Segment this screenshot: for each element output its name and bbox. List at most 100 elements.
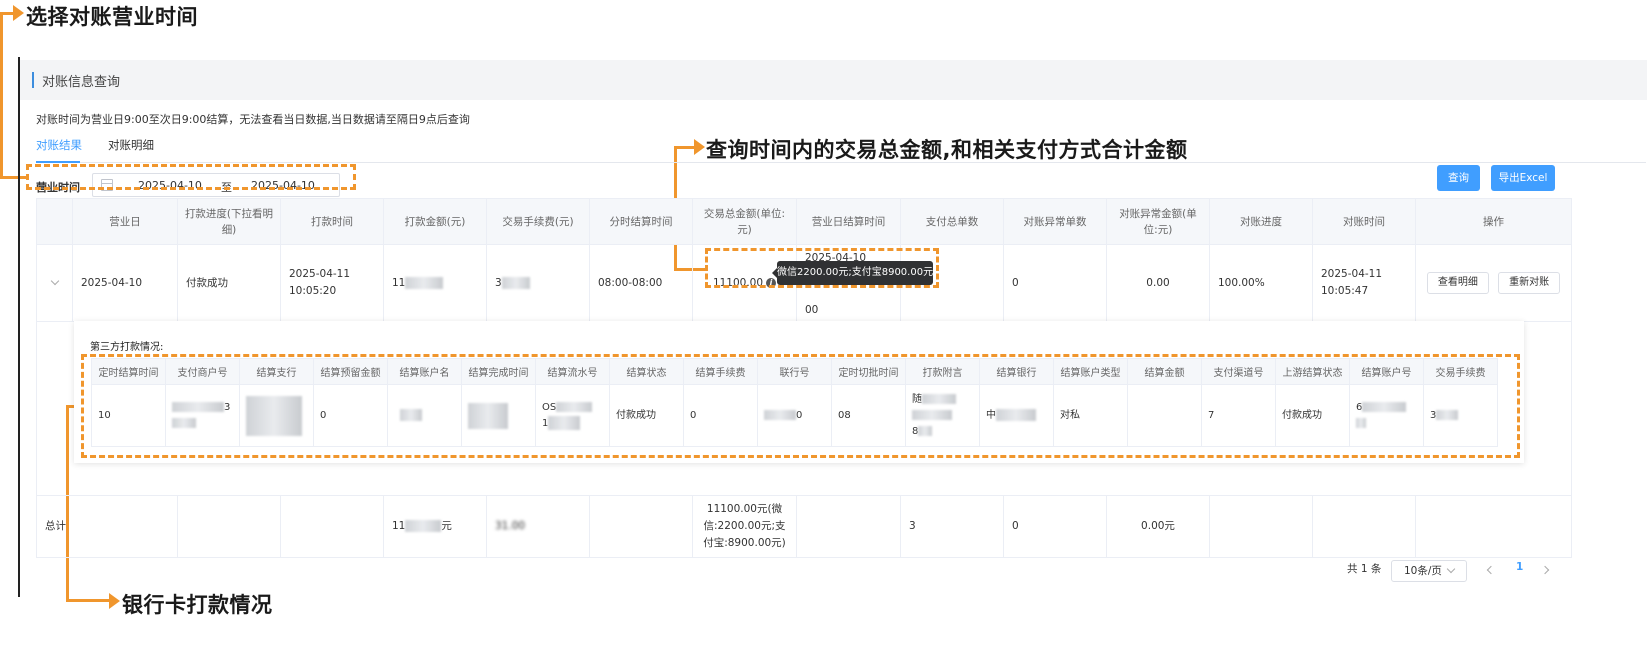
summary-fee-text: 31.00 [495, 520, 526, 532]
summary-actions [1415, 495, 1572, 558]
header-actions: 操作 [1415, 198, 1572, 245]
header-total: 交易总金额(单位:元) [692, 198, 797, 245]
summary-abnormal-amount: 0.00元 [1106, 495, 1210, 558]
summary-reconcile-time [1312, 495, 1416, 558]
header-abnormal-count: 对账异常单数 [1003, 198, 1107, 245]
sub-header: 结算手续费 [683, 358, 758, 385]
serial-suffix: 1 [542, 417, 549, 429]
redacted-block [400, 408, 422, 421]
summary-pay-amount-suffix: 元 [441, 520, 452, 532]
sub-cell-account-no: 6 [1349, 384, 1424, 447]
cell-fee: 3 [486, 244, 590, 322]
cell-abnormal-count: 0 [1003, 244, 1107, 322]
annot-box-date [26, 164, 356, 190]
redacted-block [996, 408, 1036, 421]
header-order-count: 支付总单数 [900, 198, 1004, 245]
cell-split-time: 08:00-08:00 [589, 244, 693, 322]
sub-header: 打款附言 [905, 358, 980, 385]
table-row: 2025-04-10 付款成功 2025-04-11 10:05:20 11 3… [36, 244, 1572, 322]
redacted-block [246, 395, 302, 436]
summary-label: 总计 [36, 495, 178, 558]
calendar-icon [101, 179, 113, 191]
header-fee: 交易手续费(元) [486, 198, 590, 245]
cell-progress: 付款成功 [177, 244, 281, 322]
page-size-value: 10条/页 [1404, 565, 1442, 577]
arrow-head-total [694, 139, 705, 155]
bank-code-text: 0 [796, 409, 803, 421]
header-abnormal-amount: 对账异常金额(单位:元) [1106, 198, 1210, 245]
cell-pay-time: 2025-04-11 10:05:20 [280, 244, 384, 322]
total-breakdown-tooltip: 微信2200.00元;支付宝8900.00元 [772, 261, 933, 285]
merchant-no-text: 3 [224, 401, 231, 413]
expand-toggle[interactable] [36, 244, 73, 322]
query-button[interactable]: 查询 [1437, 165, 1480, 191]
sub-cell-status: 付款成功 [609, 384, 684, 447]
prev-page-icon[interactable] [1486, 565, 1496, 575]
sub-cell-upstream-status: 付款成功 [1275, 384, 1350, 447]
redacted-block [468, 402, 508, 429]
third-party-payment-table: 定时结算时间 支付商户号 结算支行 结算预留金额 结算账户名 结算完成时间 结算… [91, 358, 1498, 447]
sub-header: 结算银行 [979, 358, 1054, 385]
redacted-block [1362, 401, 1407, 412]
header-pay-time: 打款时间 [280, 198, 384, 245]
header-split-time: 分时结算时间 [589, 198, 693, 245]
tab-reconcile-result[interactable]: 对账结果 [36, 138, 82, 152]
next-page-icon[interactable] [1540, 565, 1550, 575]
sub-header: 支付渠道号 [1201, 358, 1276, 385]
sub-header: 联行号 [757, 358, 832, 385]
annot-line-vertical-left [0, 12, 3, 178]
summary-abnormal-count: 0 [1003, 495, 1107, 558]
redacted-block [556, 401, 593, 412]
header-expand [36, 198, 73, 245]
sub-cell-branch [239, 384, 314, 447]
annot-line-to-date [0, 176, 28, 179]
active-tab-underline [36, 161, 80, 163]
redacted-block [918, 425, 933, 436]
current-page[interactable]: 1 [1516, 561, 1524, 573]
header-pay-amount: 打款金额(元) [383, 198, 487, 245]
annot-box-bank-payment [81, 354, 1520, 458]
annot-line-bank-bottom [66, 599, 110, 602]
sub-header: 结算流水号 [535, 358, 610, 385]
sub-cell-trade-fee: 3 [1423, 384, 1498, 447]
remark-top: 随 [912, 393, 922, 405]
annot-box-total [705, 248, 939, 288]
remark-bottom: 8 [912, 425, 919, 437]
export-excel-button[interactable]: 导出Excel [1491, 165, 1555, 191]
sub-header: 上游结算状态 [1275, 358, 1350, 385]
redacted-block [405, 276, 444, 289]
notice-text: 对账时间为营业日9:00至次日9:00结算，无法查看当日数据,当日数据请至隔日9… [36, 113, 470, 126]
info-icon[interactable]: i [766, 277, 777, 288]
sub-header: 结算完成时间 [461, 358, 536, 385]
view-detail-button[interactable]: 查看明细 [1426, 272, 1489, 294]
cell-reconcile-time: 2025-04-11 10:05:47 [1312, 244, 1416, 322]
sub-header: 支付商户号 [165, 358, 240, 385]
panel-title: 对账信息查询 [42, 75, 121, 90]
fee-text: 3 [495, 276, 502, 289]
summary-pay-amount-text: 11 [392, 520, 406, 532]
annot-line-top [0, 12, 14, 15]
page-size-select[interactable]: 10条/页 [1391, 560, 1467, 582]
tab-reconcile-detail[interactable]: 对账明细 [108, 138, 154, 152]
header-progress: 打款进度(下拉看明细) [177, 198, 281, 245]
header-reconcile-progress: 对账进度 [1209, 198, 1313, 245]
annotation-select-time: 选择对账营业时间 [26, 5, 198, 29]
annotation-total-amount: 查询时间内的交易总金额,和相关支付方式合计金额 [706, 138, 1188, 162]
third-party-payment-card: 第三方打款情况: 定时结算时间 支付商户号 结算支行 结算预留金额 结算账户名 … [74, 321, 1524, 463]
sub-cell-reserve: 0 [313, 384, 388, 447]
summary-fee: 31.00 [486, 495, 590, 558]
redacted-block [1356, 417, 1366, 428]
settle-time-bottom: 00 [805, 304, 819, 316]
summary-split-time [589, 495, 693, 558]
cell-abnormal-amount: 0.00 [1106, 244, 1210, 322]
sub-cell-cut-time: 08 [831, 384, 906, 447]
re-reconcile-button[interactable]: 重新对账 [1498, 272, 1561, 294]
header-reconcile-time: 对账时间 [1312, 198, 1416, 245]
arrow-head-select-time [13, 5, 24, 21]
panel-header: 对账信息查询 [20, 60, 1647, 100]
sub-header: 交易手续费 [1423, 358, 1498, 385]
annotation-bank-payment: 银行卡打款情况 [122, 593, 273, 617]
